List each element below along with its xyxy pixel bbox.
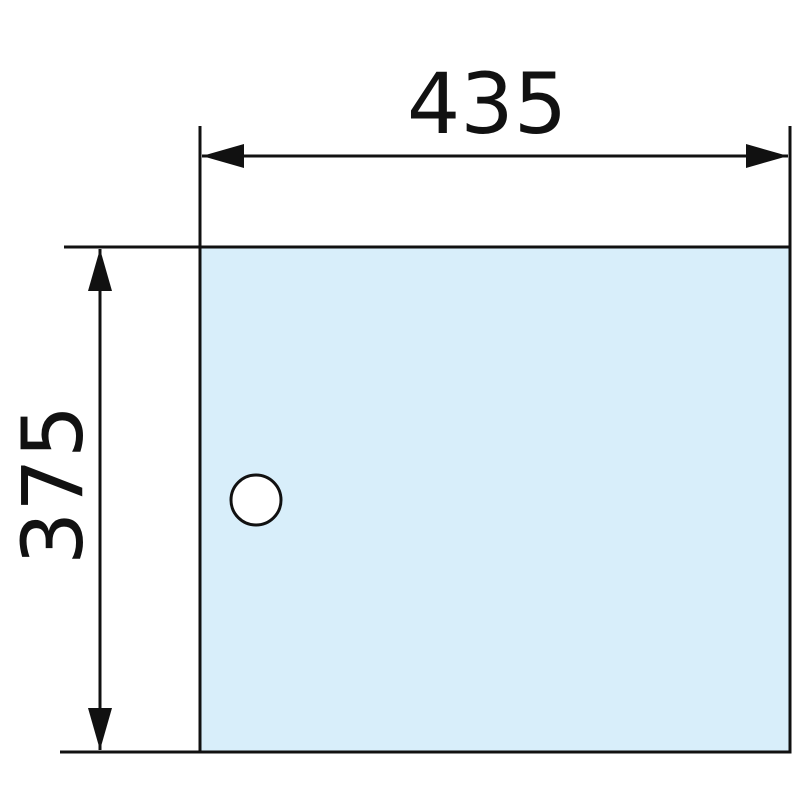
height-arrow-top (88, 249, 112, 291)
height-arrow-bottom (88, 708, 112, 750)
width-arrow-left (202, 144, 244, 168)
width-label: 435 (407, 55, 567, 153)
height-label: 375 (4, 405, 102, 565)
width-arrow-right (746, 144, 788, 168)
panel (198, 245, 792, 754)
hole (229, 473, 283, 527)
